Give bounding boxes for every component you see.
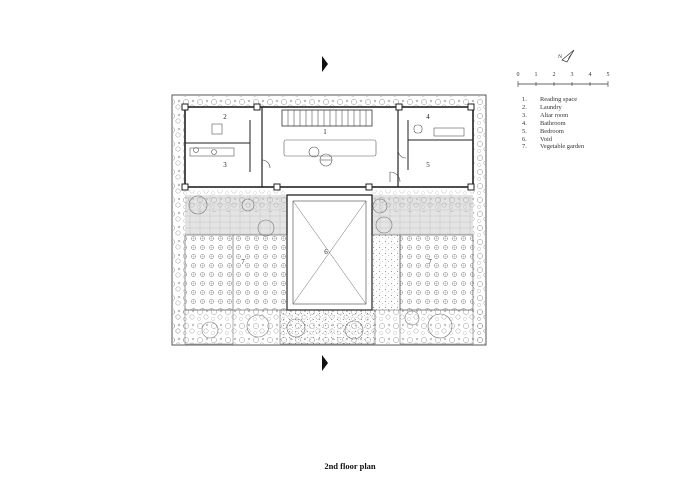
legend-item: 7.Vegetable garden [522, 143, 585, 151]
perimeter-planting-right [473, 108, 485, 344]
room-label-garden-left: 7 [241, 258, 245, 266]
room-label-reading-space: 1 [323, 128, 327, 136]
drawing-caption: 2nd floor plan [324, 461, 376, 471]
scale-tick-1: 1 [534, 72, 538, 78]
scale-tick-4: 4 [588, 72, 592, 78]
reading-table [283, 139, 377, 167]
section-marker-top-icon [322, 56, 328, 72]
gravel-strip-bottom [279, 309, 376, 345]
vegetable-garden-right [399, 234, 474, 311]
legend-item: 4.Bathroom [522, 119, 566, 127]
shrubs [188, 195, 453, 340]
gravel-path-right [371, 234, 401, 311]
scale-bar-labels: 0 1 2 3 4 5 [516, 72, 618, 82]
scale-tick-0: 0 [516, 72, 520, 78]
room-label-altar-room: 3 [223, 161, 227, 169]
perimeter-planting-top [173, 96, 485, 108]
perimeter-planting-left [173, 108, 185, 344]
legend-item: 5.Bedroom [522, 127, 564, 135]
vegetable-garden-left [184, 234, 288, 311]
north-arrow-icon [561, 49, 575, 63]
scale-tick-3: 3 [570, 72, 574, 78]
scale-tick-5: 5 [606, 72, 610, 78]
scale-bar [517, 81, 609, 87]
scale-tick-2: 2 [552, 72, 556, 78]
legend-item: 2.Laundry [522, 103, 562, 111]
legend: 1.Reading space 2.Laundry 3.Altar room 4… [522, 96, 584, 151]
room-label-bedroom: 5 [426, 161, 430, 169]
north-label: N [558, 54, 562, 60]
legend-item: 3.Altar room [522, 111, 569, 119]
room-label-bathroom: 4 [426, 113, 430, 121]
legend-item: 1.Reading space [522, 96, 578, 103]
room-label-laundry: 2 [223, 113, 227, 121]
site-boundary [171, 94, 487, 346]
staircase [281, 109, 373, 127]
legend-item: 6.Void [522, 135, 552, 143]
room-label-void: 6 [324, 248, 328, 256]
section-marker-bottom-icon [322, 355, 328, 371]
room-label-garden-right: 7 [428, 258, 432, 266]
door-swings [261, 149, 407, 183]
